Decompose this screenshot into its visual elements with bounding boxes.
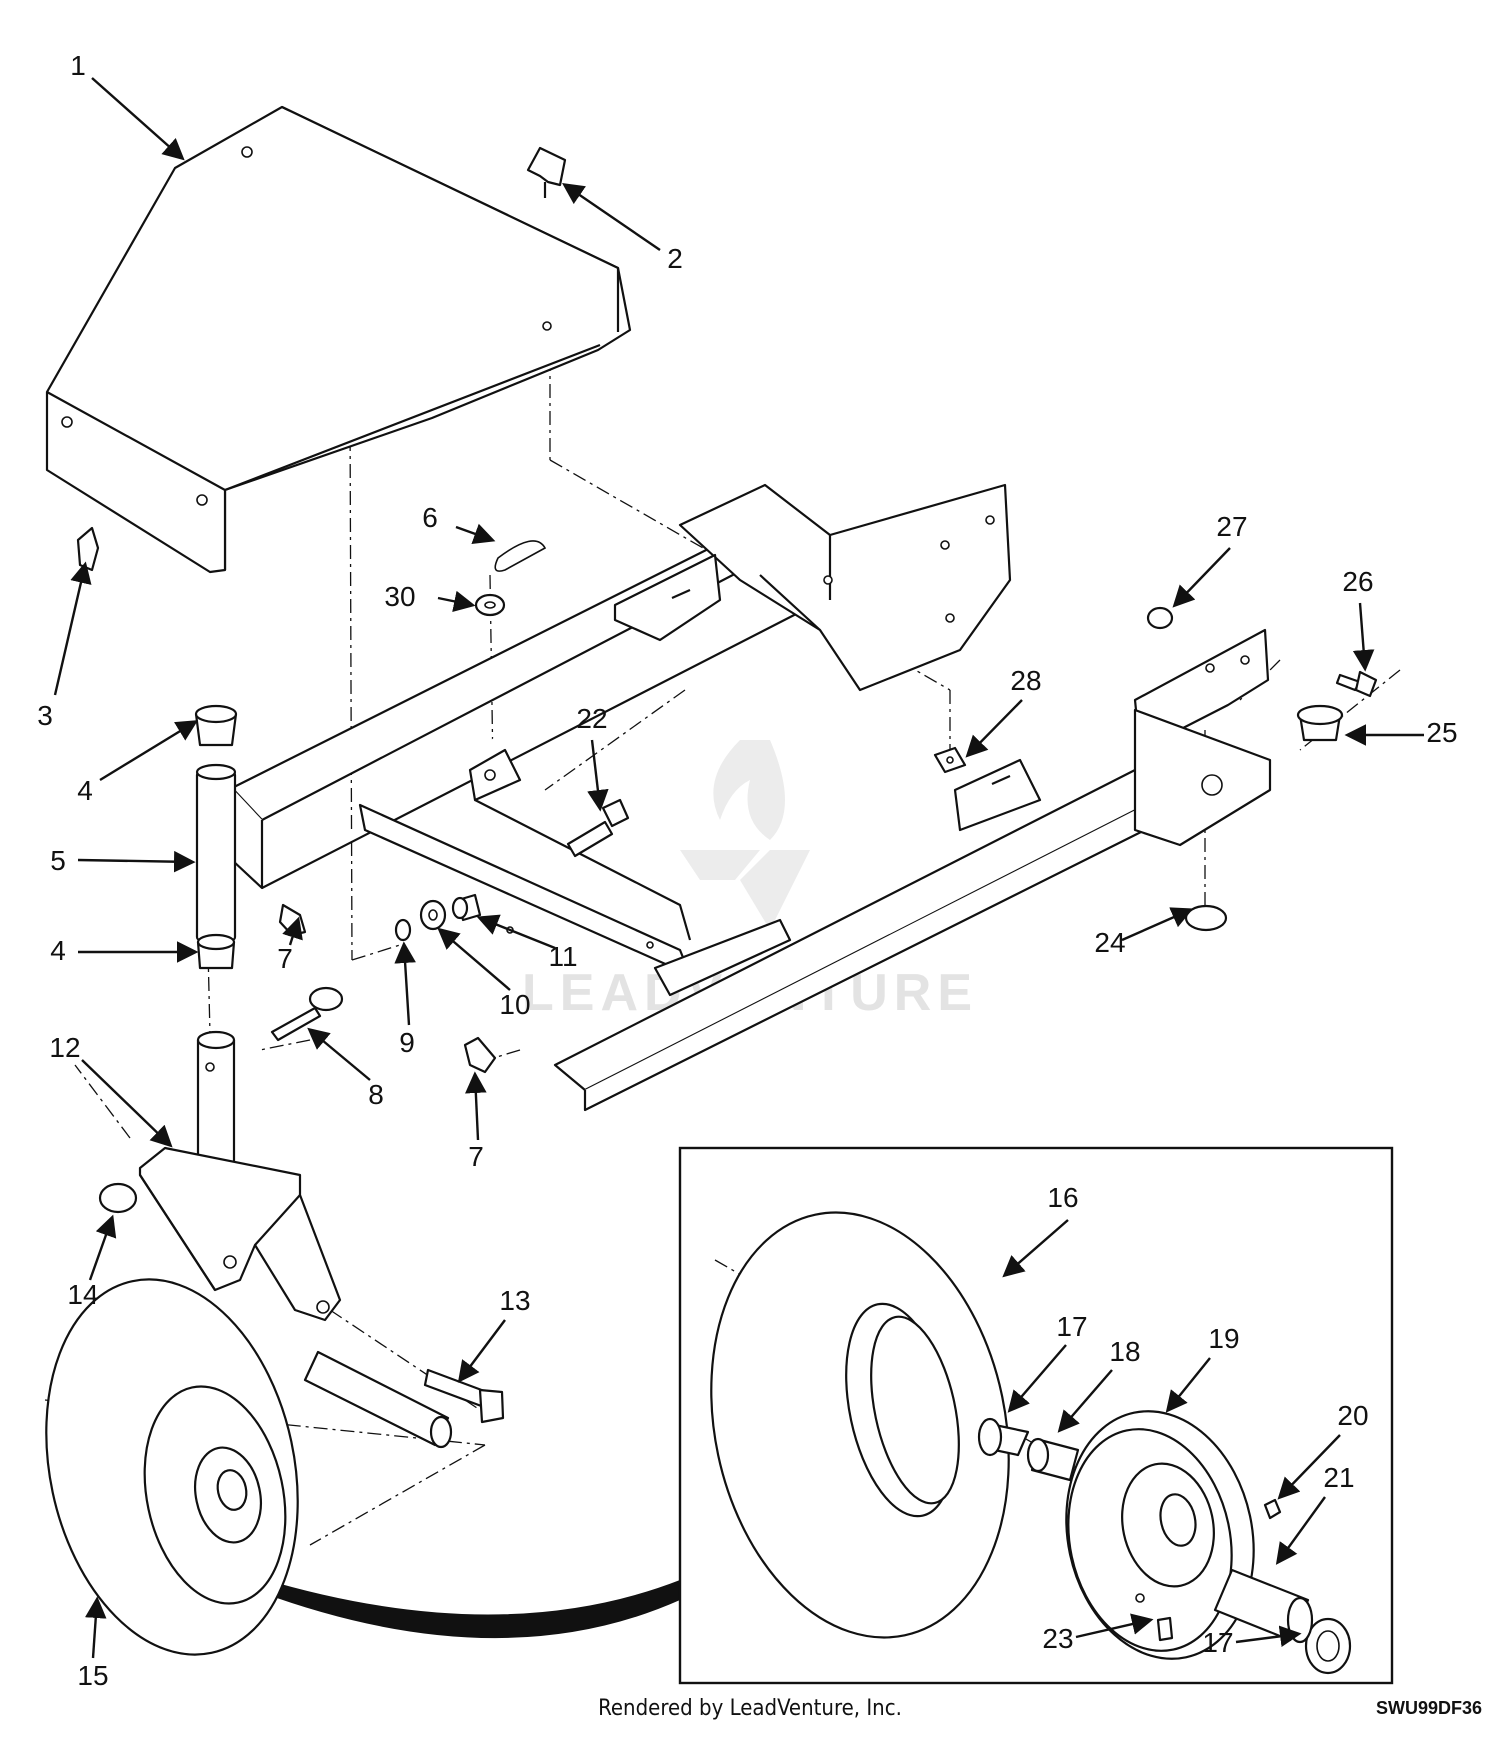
callout-16-18: 16 <box>1047 1182 1078 1213</box>
callout-6-6: 6 <box>422 502 438 533</box>
part-19-hub <box>1065 1410 1255 1660</box>
part-16-tire <box>710 1211 1010 1639</box>
part-8-pin <box>270 986 344 1042</box>
callout-17-19: 17 <box>1056 1311 1087 1342</box>
part-17-bearing-b <box>1304 1617 1352 1675</box>
part-2-knob <box>526 146 567 198</box>
part-1-cover <box>45 105 632 574</box>
part-9-lockwasher <box>394 918 412 942</box>
part-28-nut <box>933 746 967 774</box>
part-12-caster-yoke <box>138 1030 342 1322</box>
part-10-washer <box>419 899 447 931</box>
part-18-spacer <box>1026 1437 1080 1482</box>
callout-24-27: 24 <box>1094 927 1125 958</box>
part-7-grease-fitting-b <box>463 1036 497 1074</box>
callout-21-23: 21 <box>1323 1462 1354 1493</box>
wheel-inset <box>678 1146 1394 1685</box>
callout-8-10: 8 <box>368 1079 384 1110</box>
callout-25-28: 25 <box>1426 717 1457 748</box>
callout-7-8: 7 <box>277 943 293 974</box>
callout-14-16: 14 <box>67 1279 98 1310</box>
part-11-nut <box>451 893 482 922</box>
part-23-fitting <box>1156 1616 1174 1642</box>
callout-30-7: 30 <box>384 581 415 612</box>
callout-23-26: 23 <box>1042 1623 1073 1654</box>
part-29-spacer <box>303 1350 453 1449</box>
callout-13-15: 13 <box>499 1285 530 1316</box>
part-4-bushing-bottom <box>196 933 236 970</box>
part-3-knob <box>76 526 100 572</box>
leader-lines <box>53 77 1424 1659</box>
part-7-grease-fitting-a <box>278 903 307 937</box>
callout-10-12: 10 <box>499 989 530 1020</box>
part-24-snap-ring <box>1184 904 1228 932</box>
part-14-cap <box>98 1182 138 1214</box>
frame <box>230 483 1272 1112</box>
callout-9-11: 9 <box>399 1027 415 1058</box>
figure-code: SWU99DF36 <box>1375 1698 1482 1718</box>
callout-1-0: 1 <box>70 50 86 81</box>
part-15-wheel <box>45 1278 680 1656</box>
callout-15-17: 15 <box>77 1660 108 1691</box>
part-25-bushing <box>1296 704 1344 742</box>
part-27-plug <box>1146 606 1174 630</box>
callout-19-21: 19 <box>1208 1323 1239 1354</box>
callout-27-30: 27 <box>1216 511 1247 542</box>
callout-5-4: 5 <box>50 845 66 876</box>
part-5-tube <box>195 763 237 942</box>
part-13-bolt <box>423 1368 505 1424</box>
part-22-bolt <box>566 798 630 858</box>
callout-11-13: 11 <box>548 941 577 972</box>
callout-4-5: 4 <box>50 935 66 966</box>
callout-2-1: 2 <box>667 243 683 274</box>
callout-22-25: 22 <box>576 703 607 734</box>
callout-12-14: 12 <box>49 1032 80 1063</box>
callout-17-24: 17 <box>1202 1627 1233 1658</box>
callout-4-3: 4 <box>77 775 93 806</box>
part-20-fitting <box>1263 1498 1282 1520</box>
callout-26-29: 26 <box>1342 566 1373 597</box>
callout-3-2: 3 <box>37 700 53 731</box>
callout-7-9: 7 <box>468 1141 484 1172</box>
part-30-washer <box>474 593 506 617</box>
part-6-hairpin <box>494 540 547 572</box>
callout-18-20: 18 <box>1109 1336 1140 1367</box>
part-26-bolt <box>1335 670 1378 698</box>
callout-28-31: 28 <box>1010 665 1041 696</box>
rendered-by-credit: Rendered by LeadVenture, Inc. <box>598 1696 902 1721</box>
part-4-bushing-top <box>194 704 238 747</box>
callout-20-22: 20 <box>1337 1400 1368 1431</box>
part-17-bearing-a <box>977 1417 1030 1457</box>
